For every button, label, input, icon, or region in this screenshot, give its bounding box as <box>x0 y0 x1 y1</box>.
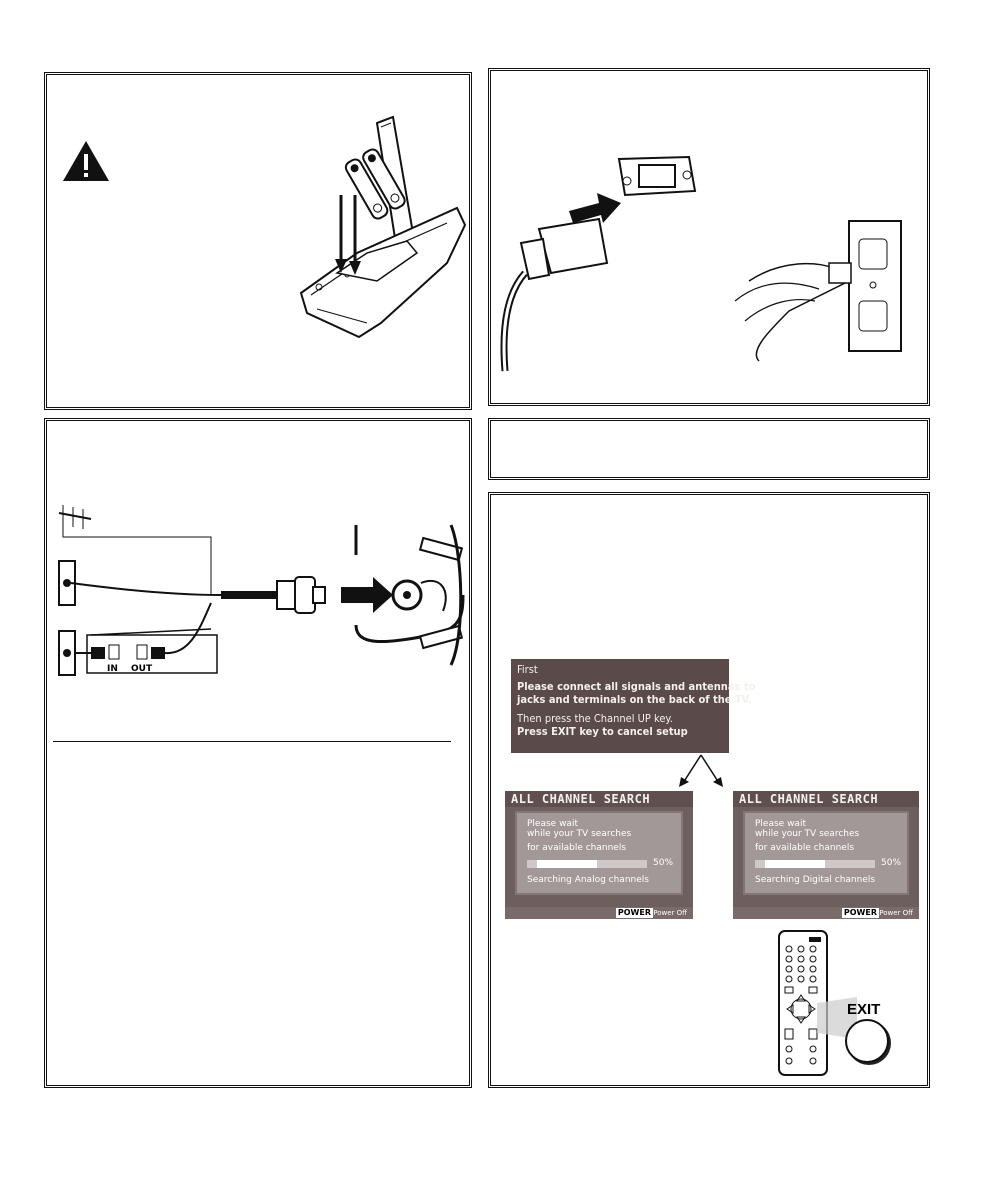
in-label: IN <box>107 664 118 674</box>
remote-control-illustration <box>778 930 828 1076</box>
search-status: Searching Digital channels <box>755 875 876 885</box>
zoom-connector <box>817 997 857 1039</box>
setup-heading: First <box>517 663 538 676</box>
channel-search-panel: First Please connect all signals and ant… <box>488 492 930 1088</box>
power-off-label: Power Off <box>879 909 913 917</box>
search-message-box: Please wait while your TV searches for a… <box>743 811 909 895</box>
while-text: while your TV searches <box>527 829 632 839</box>
exit-button-callout <box>845 1019 889 1063</box>
analog-search-screen: ALL CHANNEL SEARCH Please wait while you… <box>505 791 693 919</box>
progress-fill <box>765 860 825 868</box>
power-key-label: POWER <box>615 908 653 918</box>
screen-footer: POWER Power Off <box>505 907 693 919</box>
progress-percent: 50% <box>881 858 902 868</box>
for-text: for available channels <box>527 843 627 853</box>
power-connection-illustration <box>500 155 902 372</box>
for-text: for available channels <box>755 843 855 853</box>
antenna-connection-panel: IN OUT <box>44 418 472 1088</box>
progress-percent: 50% <box>653 858 674 868</box>
warning-icon <box>63 141 109 181</box>
wait-text: Please wait <box>527 819 578 829</box>
setup-line-2: jacks and terminals on the back of the T… <box>517 693 752 706</box>
battery-panel <box>44 72 472 410</box>
antenna-cable-illustration: IN OUT <box>58 505 465 676</box>
progress-bar <box>755 860 875 868</box>
exit-button-label: EXIT <box>847 1001 881 1018</box>
setup-prompt-screen: First Please connect all signals and ant… <box>511 659 756 753</box>
power-off-label: Power Off <box>653 909 687 917</box>
branch-arrows <box>679 754 723 787</box>
setup-line-1: Please connect all signals and antennas … <box>517 680 756 693</box>
power-cord-panel <box>488 68 930 406</box>
progress-bar <box>527 860 647 868</box>
screen-footer: POWER Power Off <box>733 907 919 919</box>
while-text: while your TV searches <box>755 829 860 839</box>
progress-fill <box>537 860 597 868</box>
search-status: Searching Analog channels <box>527 875 649 885</box>
power-key-label: POWER <box>841 908 879 918</box>
setup-line-4: Press EXIT key to cancel setup <box>517 725 688 738</box>
section-divider <box>53 741 451 742</box>
out-label: OUT <box>131 664 153 674</box>
screen-title: ALL CHANNEL SEARCH <box>505 791 693 807</box>
search-message-box: Please wait while your TV searches for a… <box>515 811 683 895</box>
screen-title: ALL CHANNEL SEARCH <box>733 791 919 807</box>
remote-battery-illustration <box>299 115 467 339</box>
heading-strip <box>488 418 930 480</box>
wait-text: Please wait <box>755 819 806 829</box>
digital-search-screen: ALL CHANNEL SEARCH Please wait while you… <box>733 791 919 919</box>
setup-line-3: Then press the Channel UP key. <box>517 712 673 725</box>
